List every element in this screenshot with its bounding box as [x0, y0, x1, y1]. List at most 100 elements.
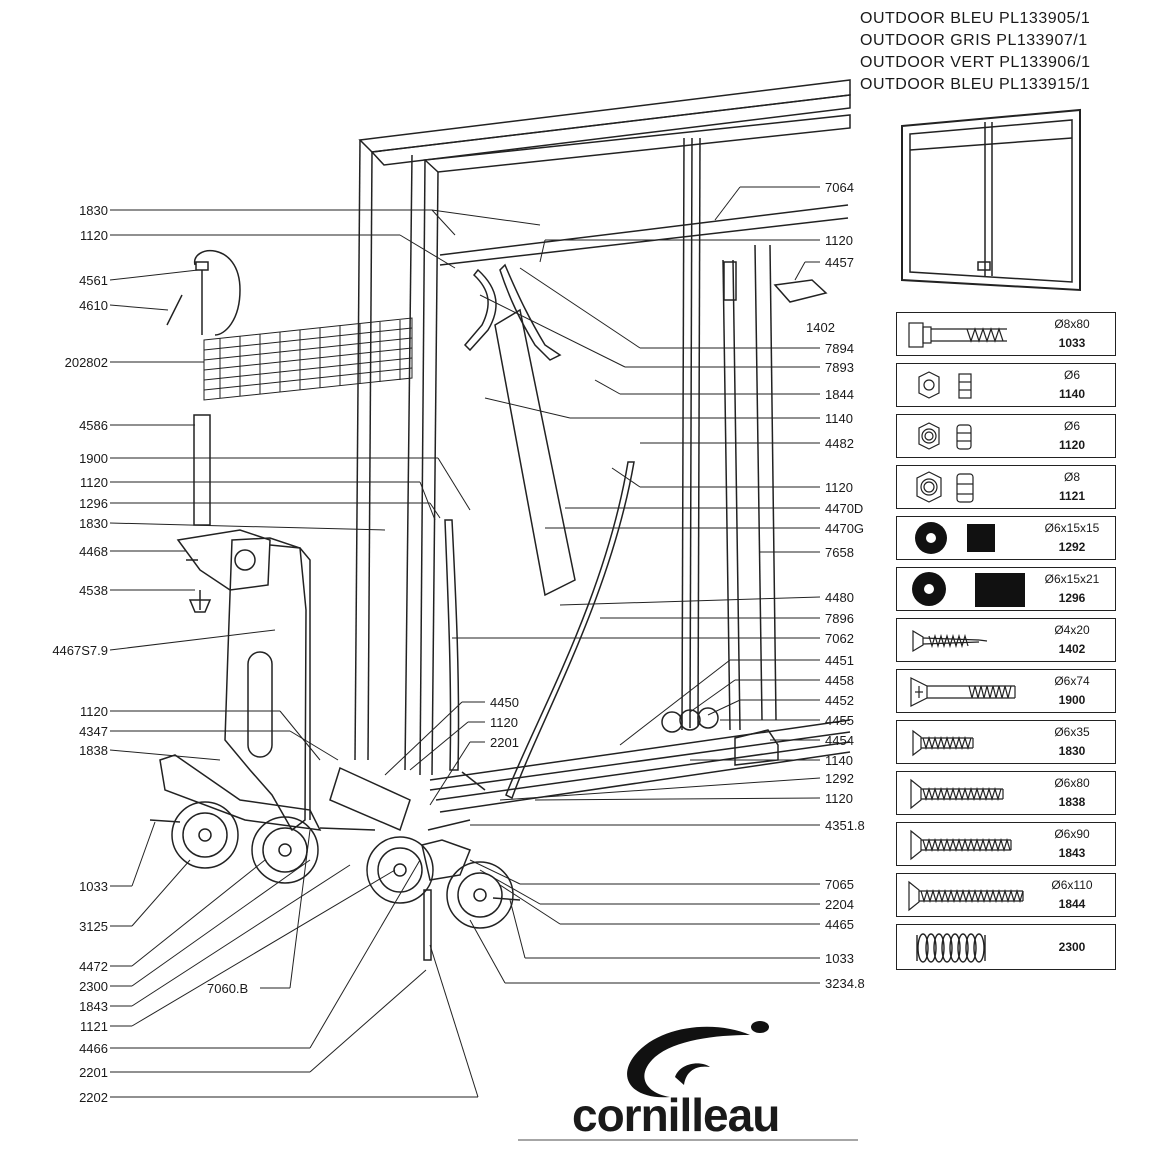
hardware-spec: Ø6x110	[1051, 878, 1093, 892]
part-label: 7893	[825, 360, 854, 375]
part-label: 4470D	[825, 501, 864, 516]
part-label: 4472	[79, 959, 108, 974]
hardware-code: 1402	[1058, 642, 1086, 656]
washer-icon	[912, 572, 1025, 607]
part-label: 1843	[79, 999, 108, 1014]
part-label: 4538	[79, 583, 108, 598]
hardware-spec: Ø6x74	[1054, 674, 1090, 688]
hardware-spec: Ø8x80	[1054, 317, 1090, 331]
part-label: 4610	[79, 298, 108, 313]
logo-underline	[518, 1139, 858, 1141]
bolt-icon	[908, 322, 1007, 348]
part-label: 1120	[490, 715, 518, 730]
part-label: 4457	[825, 255, 854, 270]
part-label: 1292	[825, 771, 854, 786]
part-label: 202802	[64, 355, 108, 370]
washer-icon	[915, 522, 995, 554]
part-label: 2204	[825, 897, 854, 912]
part-label: 4470G	[825, 521, 865, 536]
hardware-code: 1843	[1058, 846, 1086, 860]
part-label: 4561	[79, 273, 108, 288]
screw-icon	[910, 778, 1004, 810]
hex-nut-icon	[918, 371, 972, 399]
part-label: 7658	[825, 545, 854, 560]
hardware-code: 1830	[1058, 744, 1086, 758]
model-title-3: OUTDOOR VERT PL133906/1	[860, 54, 1091, 71]
hardware-spec: Ø6x35	[1054, 725, 1090, 739]
hardware-box-1843: Ø6x90 1843	[896, 822, 1116, 866]
part-label: 4458	[825, 673, 854, 688]
part-label: 2300	[79, 979, 108, 994]
lock-nut-icon	[916, 471, 974, 503]
screw-icon	[910, 829, 1012, 861]
part-label: 1900	[79, 451, 108, 466]
part-label: 2201	[79, 1065, 108, 1080]
hardware-spec: Ø6	[1063, 368, 1080, 382]
hardware-code: 1120	[1058, 438, 1086, 452]
part-label: 4347	[79, 724, 108, 739]
hardware-spec: Ø6	[1063, 419, 1080, 433]
wheels	[149, 801, 521, 961]
part-label: 1402	[806, 320, 835, 335]
hardware-code: 1838	[1058, 795, 1086, 809]
hardware-box-1402: Ø4x20 1402	[896, 618, 1116, 662]
hardware-code: 2300	[1058, 940, 1086, 954]
part-label: 1120	[80, 475, 108, 490]
folding-arms	[329, 244, 828, 832]
hardware-code: 1900	[1058, 693, 1086, 707]
hardware-code: 1033	[1058, 336, 1086, 350]
table-frame	[354, 79, 851, 813]
hardware-code: 1296	[1058, 591, 1086, 605]
model-title-4: OUTDOOR BLEU PL133915/1	[860, 76, 1091, 93]
hardware-box-2300: 2300	[896, 924, 1116, 970]
spring-icon	[916, 933, 986, 963]
hardware-box-1121: Ø8 1121	[896, 465, 1116, 509]
net	[203, 317, 413, 401]
part-label: 7896	[825, 611, 854, 626]
hardware-box-1033: Ø8x80 1033	[896, 312, 1116, 356]
countersunk-screw-icon	[910, 677, 1016, 707]
model-title-2: OUTDOOR GRIS PL133907/1	[860, 32, 1088, 49]
part-label: 7894	[825, 341, 854, 356]
part-label: 4451	[825, 653, 854, 668]
model-title-1: OUTDOOR BLEU PL133905/1	[860, 10, 1091, 27]
part-label: 4482	[825, 436, 854, 451]
part-label: 4466	[79, 1041, 108, 1056]
part-label: 4351.8	[825, 818, 865, 833]
hardware-box-1296: Ø6x15x21 1296	[896, 567, 1116, 611]
part-label: 7064	[825, 180, 854, 195]
part-label: 4452	[825, 693, 854, 708]
hardware-spec: Ø6x90	[1054, 827, 1090, 841]
leg-assembly	[159, 529, 322, 832]
table-thumbnail	[901, 108, 1081, 292]
brand-logo-text: cornilleau	[572, 1089, 780, 1141]
part-label: 1830	[79, 516, 108, 531]
hardware-spec: Ø6x80	[1054, 776, 1090, 790]
part-label: 1844	[825, 387, 854, 402]
screw-icon	[908, 880, 1024, 912]
part-label: 1120	[825, 791, 853, 806]
wood-screw-icon	[912, 629, 988, 653]
part-label: 4586	[79, 418, 108, 433]
part-label: 4454	[825, 733, 854, 748]
part-label: 1140	[825, 411, 853, 426]
part-label: 1120	[80, 228, 108, 243]
part-label: 1120	[825, 480, 853, 495]
part-label: 2201	[490, 735, 519, 750]
part-label: 4465	[825, 917, 854, 932]
hardware-code: 1121	[1058, 489, 1086, 503]
hardware-code: 1140	[1058, 387, 1086, 401]
leader-lines	[109, 186, 821, 1098]
hardware-code: 1844	[1058, 897, 1086, 911]
part-label: 1296	[79, 496, 108, 511]
hardware-box-1140: Ø6 1140	[896, 363, 1116, 407]
part-label: 3234.8	[825, 976, 865, 991]
part-label: 4455	[825, 713, 854, 728]
part-label: 1121	[80, 1019, 108, 1034]
cornilleau-logo-mark	[627, 1021, 769, 1098]
part-label: 7060.B	[207, 981, 249, 996]
part-label: 1033	[825, 951, 854, 966]
screw-icon	[912, 729, 974, 757]
